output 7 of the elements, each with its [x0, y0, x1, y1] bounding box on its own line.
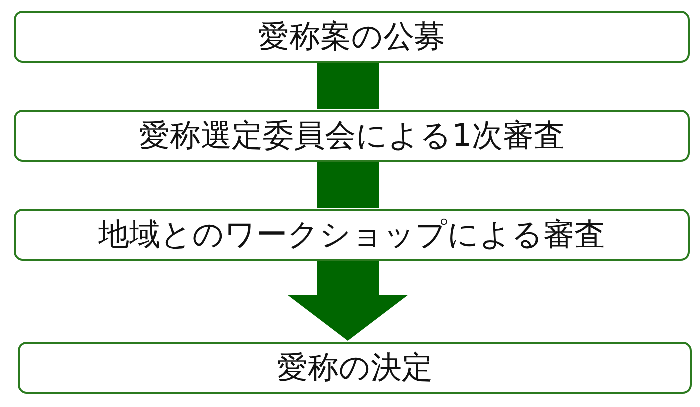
- process-box: 愛称の決定: [18, 342, 692, 394]
- process-box: 愛称選定委員会による1次審査: [14, 110, 690, 162]
- arrow: [288, 261, 408, 341]
- process-box: 愛称案の公募: [14, 11, 690, 63]
- arrow-shaft: [317, 63, 379, 109]
- arrow-shaft: [317, 162, 379, 208]
- process-box: 地域とのワークショップによる審査: [14, 209, 690, 261]
